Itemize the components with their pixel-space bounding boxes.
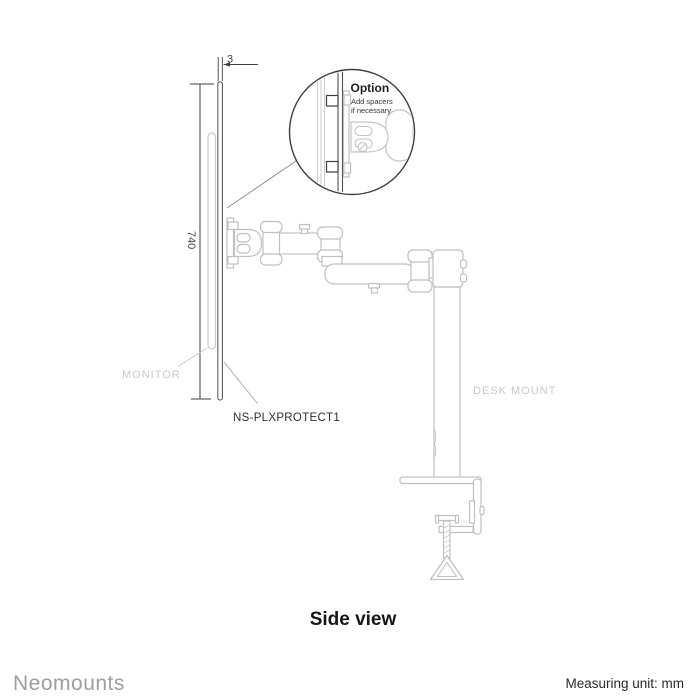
- monitor-leader-line: [177, 347, 208, 367]
- view-title: Side view: [310, 609, 397, 630]
- callout-leader-line: [226, 160, 297, 209]
- arm-joint-mid: [316, 226, 344, 267]
- callout-title: Option: [351, 81, 390, 95]
- arm-screw-bottom: [367, 282, 381, 294]
- brand-logo-text: Neomounts: [13, 672, 125, 695]
- lower-arm: [324, 263, 415, 285]
- pole: [433, 286, 461, 479]
- vesa-bracket: [226, 217, 235, 269]
- arm-screw-top: [298, 223, 311, 235]
- protective-panel: [217, 81, 223, 401]
- dimension-3: 3: [217, 54, 258, 81]
- callout-note-line1: Add spacers: [351, 97, 393, 106]
- spacer-top: [325, 94, 339, 107]
- measuring-unit-note: Measuring unit: mm: [565, 676, 684, 691]
- desk-clamp: [399, 476, 485, 581]
- clamp-screw: [434, 514, 460, 559]
- clamp-handle: [429, 554, 465, 581]
- callout-circle: Option Add spacers if necessary: [288, 68, 416, 196]
- dimension-740: 740: [185, 83, 214, 400]
- callout-note-line2: if necessary: [351, 106, 391, 115]
- product-leader-line: [223, 361, 258, 404]
- dimension-3-label: 3: [227, 54, 233, 66]
- desk-mount-label: DESK MOUNT: [473, 385, 556, 397]
- dimension-740-label: 740: [185, 231, 197, 249]
- product-code-label: NS-PLXPROTECT1: [233, 412, 340, 424]
- spacer-bottom: [325, 160, 339, 173]
- monitor-outline: [207, 132, 217, 350]
- arm-joint-front: [259, 220, 283, 266]
- pole-clamp-block: [432, 249, 468, 288]
- mount-arm: [226, 217, 468, 294]
- monitor-label: MONITOR: [122, 369, 181, 381]
